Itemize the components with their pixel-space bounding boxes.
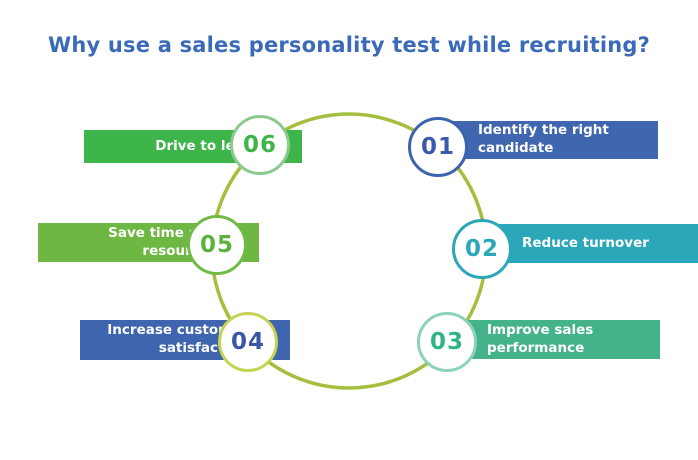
item-03-circle: 03 [417,312,477,372]
item-03-bar: Improve sales performance [447,320,660,359]
item-01-label: Identify the right candidate [478,122,609,156]
item-01-number: 01 [420,134,455,160]
item-02-number: 02 [464,236,499,262]
item-06-circle: 06 [230,115,290,175]
item-02-label: Reduce turnover [522,234,649,251]
infographic-title: Why use a sales personality test while r… [47,33,651,57]
item-04-circle: 04 [218,312,278,372]
item-03-number: 03 [429,329,464,355]
item-05-circle: 05 [187,215,247,275]
item-01-circle: 01 [408,117,468,177]
item-06-number: 06 [242,132,277,158]
item-05-number: 05 [199,232,234,258]
item-03-label: Improve sales performance [487,321,594,356]
item-02-circle: 02 [452,219,512,279]
item-02-bar: Reduce turnover [482,224,698,263]
item-04-number: 04 [230,329,265,355]
item-01-bar: Identify the right candidate [438,121,658,159]
